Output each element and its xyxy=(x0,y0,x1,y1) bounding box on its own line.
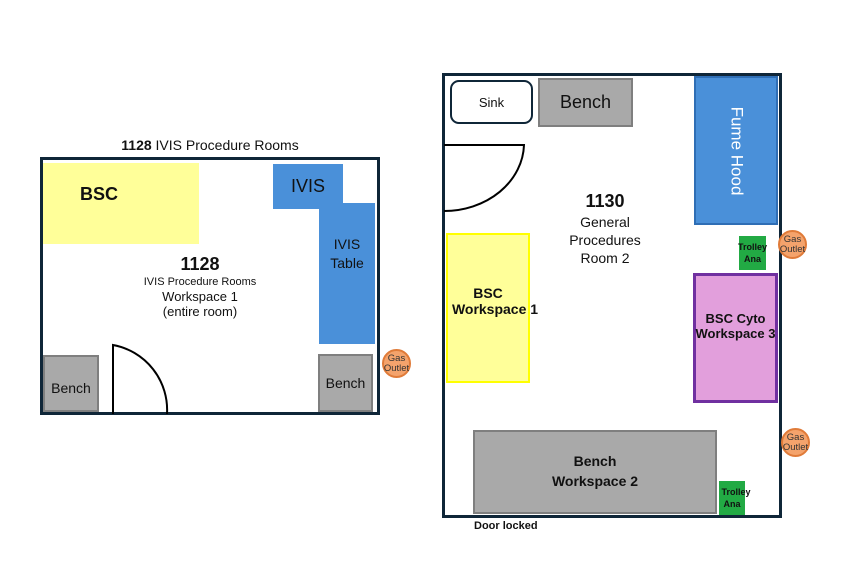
room-1128-bench-right-label: Bench xyxy=(325,375,366,391)
room-1128-caption-text: IVIS Procedure Rooms xyxy=(151,137,299,153)
room-1130-gas-top-line1: Gas xyxy=(783,233,802,245)
room-1130-gas-outlet-top: Gas Outlet xyxy=(778,230,807,259)
room-1128-ivis-table-line1: IVIS xyxy=(333,236,361,252)
room-1130-trolley-top-line1: Trolley xyxy=(738,242,768,252)
room-1130-trolley-top: Trolley Ana xyxy=(738,236,768,270)
room-1128-workspace: Workspace 1 xyxy=(162,288,238,304)
room-1130-trolley-bottom-line1: Trolley xyxy=(721,487,751,497)
room-1130-bench-top-label: Bench xyxy=(559,92,612,112)
room-1128-gas-line1: Gas xyxy=(387,352,406,364)
room-1128-number: 1128 xyxy=(180,254,220,274)
room-1128-bsc-label: BSC xyxy=(80,184,119,204)
room-1130-name-line2: Procedures xyxy=(569,231,641,248)
room-1128-bench-left-label: Bench xyxy=(51,380,91,396)
room-1130-door-swing xyxy=(444,144,526,212)
room-1130-name-line1: General xyxy=(580,213,630,230)
room-1130-gas-bottom-line2: Outlet xyxy=(782,441,809,453)
room-1130-bsc-workspace-1: BSC Workspace 1 xyxy=(446,233,538,383)
room-1130-bsc-ws1-line2: Workspace 1 xyxy=(451,301,539,317)
room-1130-label: 1130 General Procedures Room 2 xyxy=(540,190,670,267)
room-1128-scope: (entire room) xyxy=(162,304,238,320)
room-1128-gas-outlet: Gas Outlet xyxy=(382,349,411,378)
room-1130-fume-hood-label: Fume Hood xyxy=(727,106,747,195)
room-1128-ivis: IVIS xyxy=(273,164,343,209)
room-1128-ivis-label: IVIS xyxy=(290,176,325,196)
room-1128-ivis-table-line2: Table xyxy=(330,255,364,271)
room-1130-name-line3: Room 2 xyxy=(580,249,630,266)
room-1130-bsc-cyto-workspace-3: BSC Cyto Workspace 3 xyxy=(693,273,778,403)
room-1128-door-swing xyxy=(112,343,169,414)
room-1130-trolley-bottom: Trolley Ana xyxy=(719,481,751,515)
room-1128-subtitle: IVIS Procedure Rooms xyxy=(143,275,257,288)
room-1128-caption-number: 1128 xyxy=(121,137,152,153)
room-1130-sink: Sink xyxy=(450,80,533,124)
room-1128-label: 1128 IVIS Procedure Rooms Workspace 1 (e… xyxy=(100,254,300,320)
room-1128-bsc: BSC xyxy=(43,163,199,244)
room-1128-bench-right: Bench xyxy=(318,354,373,412)
room-1128-ivis-table: IVIS Table xyxy=(319,203,375,344)
room-1130-number: 1130 xyxy=(585,191,625,211)
room-1130-door-note: Door locked xyxy=(474,520,538,532)
room-1130-bench-workspace-2: Bench Workspace 2 xyxy=(473,430,717,514)
room-1128-bench-left: Bench xyxy=(43,355,99,412)
room-1130-fume-hood: Fume Hood xyxy=(694,76,778,225)
room-1130-bsc-cyto-line2: Workspace 3 xyxy=(695,325,776,341)
room-1128-gas-line2: Outlet xyxy=(383,362,410,374)
room-1130-gas-outlet-bottom: Gas Outlet xyxy=(781,428,810,457)
room-1130-bsc-cyto-line1: BSC Cyto xyxy=(705,310,766,326)
room-1130-bench-ws2-line2: Workspace 2 xyxy=(551,473,639,489)
room-1130-gas-bottom-line1: Gas xyxy=(786,431,805,443)
room-1130-trolley-top-line2: Ana xyxy=(743,254,761,264)
room-1130-bench-ws2-line1: Bench xyxy=(573,453,617,470)
room-1130-gas-top-line2: Outlet xyxy=(779,243,806,255)
room-1130-sink-label: Sink xyxy=(478,94,505,110)
room-1128-caption: 1128 IVIS Procedure Rooms xyxy=(40,137,380,153)
room-1130-bsc-ws1-line1: BSC xyxy=(473,285,503,301)
room-1130-bench-top: Bench xyxy=(538,78,633,127)
room-1130-trolley-bottom-line2: Ana xyxy=(723,499,741,509)
